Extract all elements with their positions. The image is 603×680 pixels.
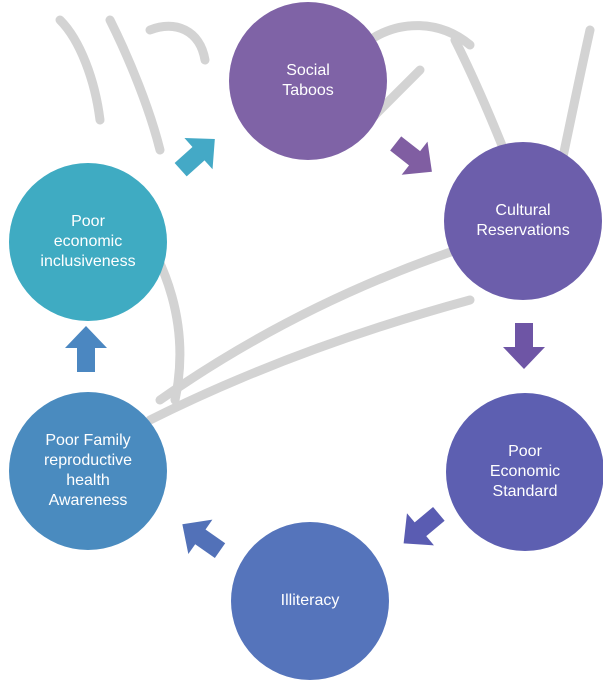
node-illiteracy: Illiteracy: [231, 522, 389, 680]
arrow-econstd-to-illit: [403, 506, 445, 546]
arrow-social-to-cultural: [390, 136, 432, 175]
arrow-illit-to-family: [182, 519, 226, 558]
arrow-family-to-inclus: [65, 326, 107, 372]
node-illiteracy-label: Illiteracy: [280, 592, 340, 609]
arrow-cultural-to-econstd: [503, 323, 545, 369]
arrow-inclus-to-social: [174, 138, 215, 177]
